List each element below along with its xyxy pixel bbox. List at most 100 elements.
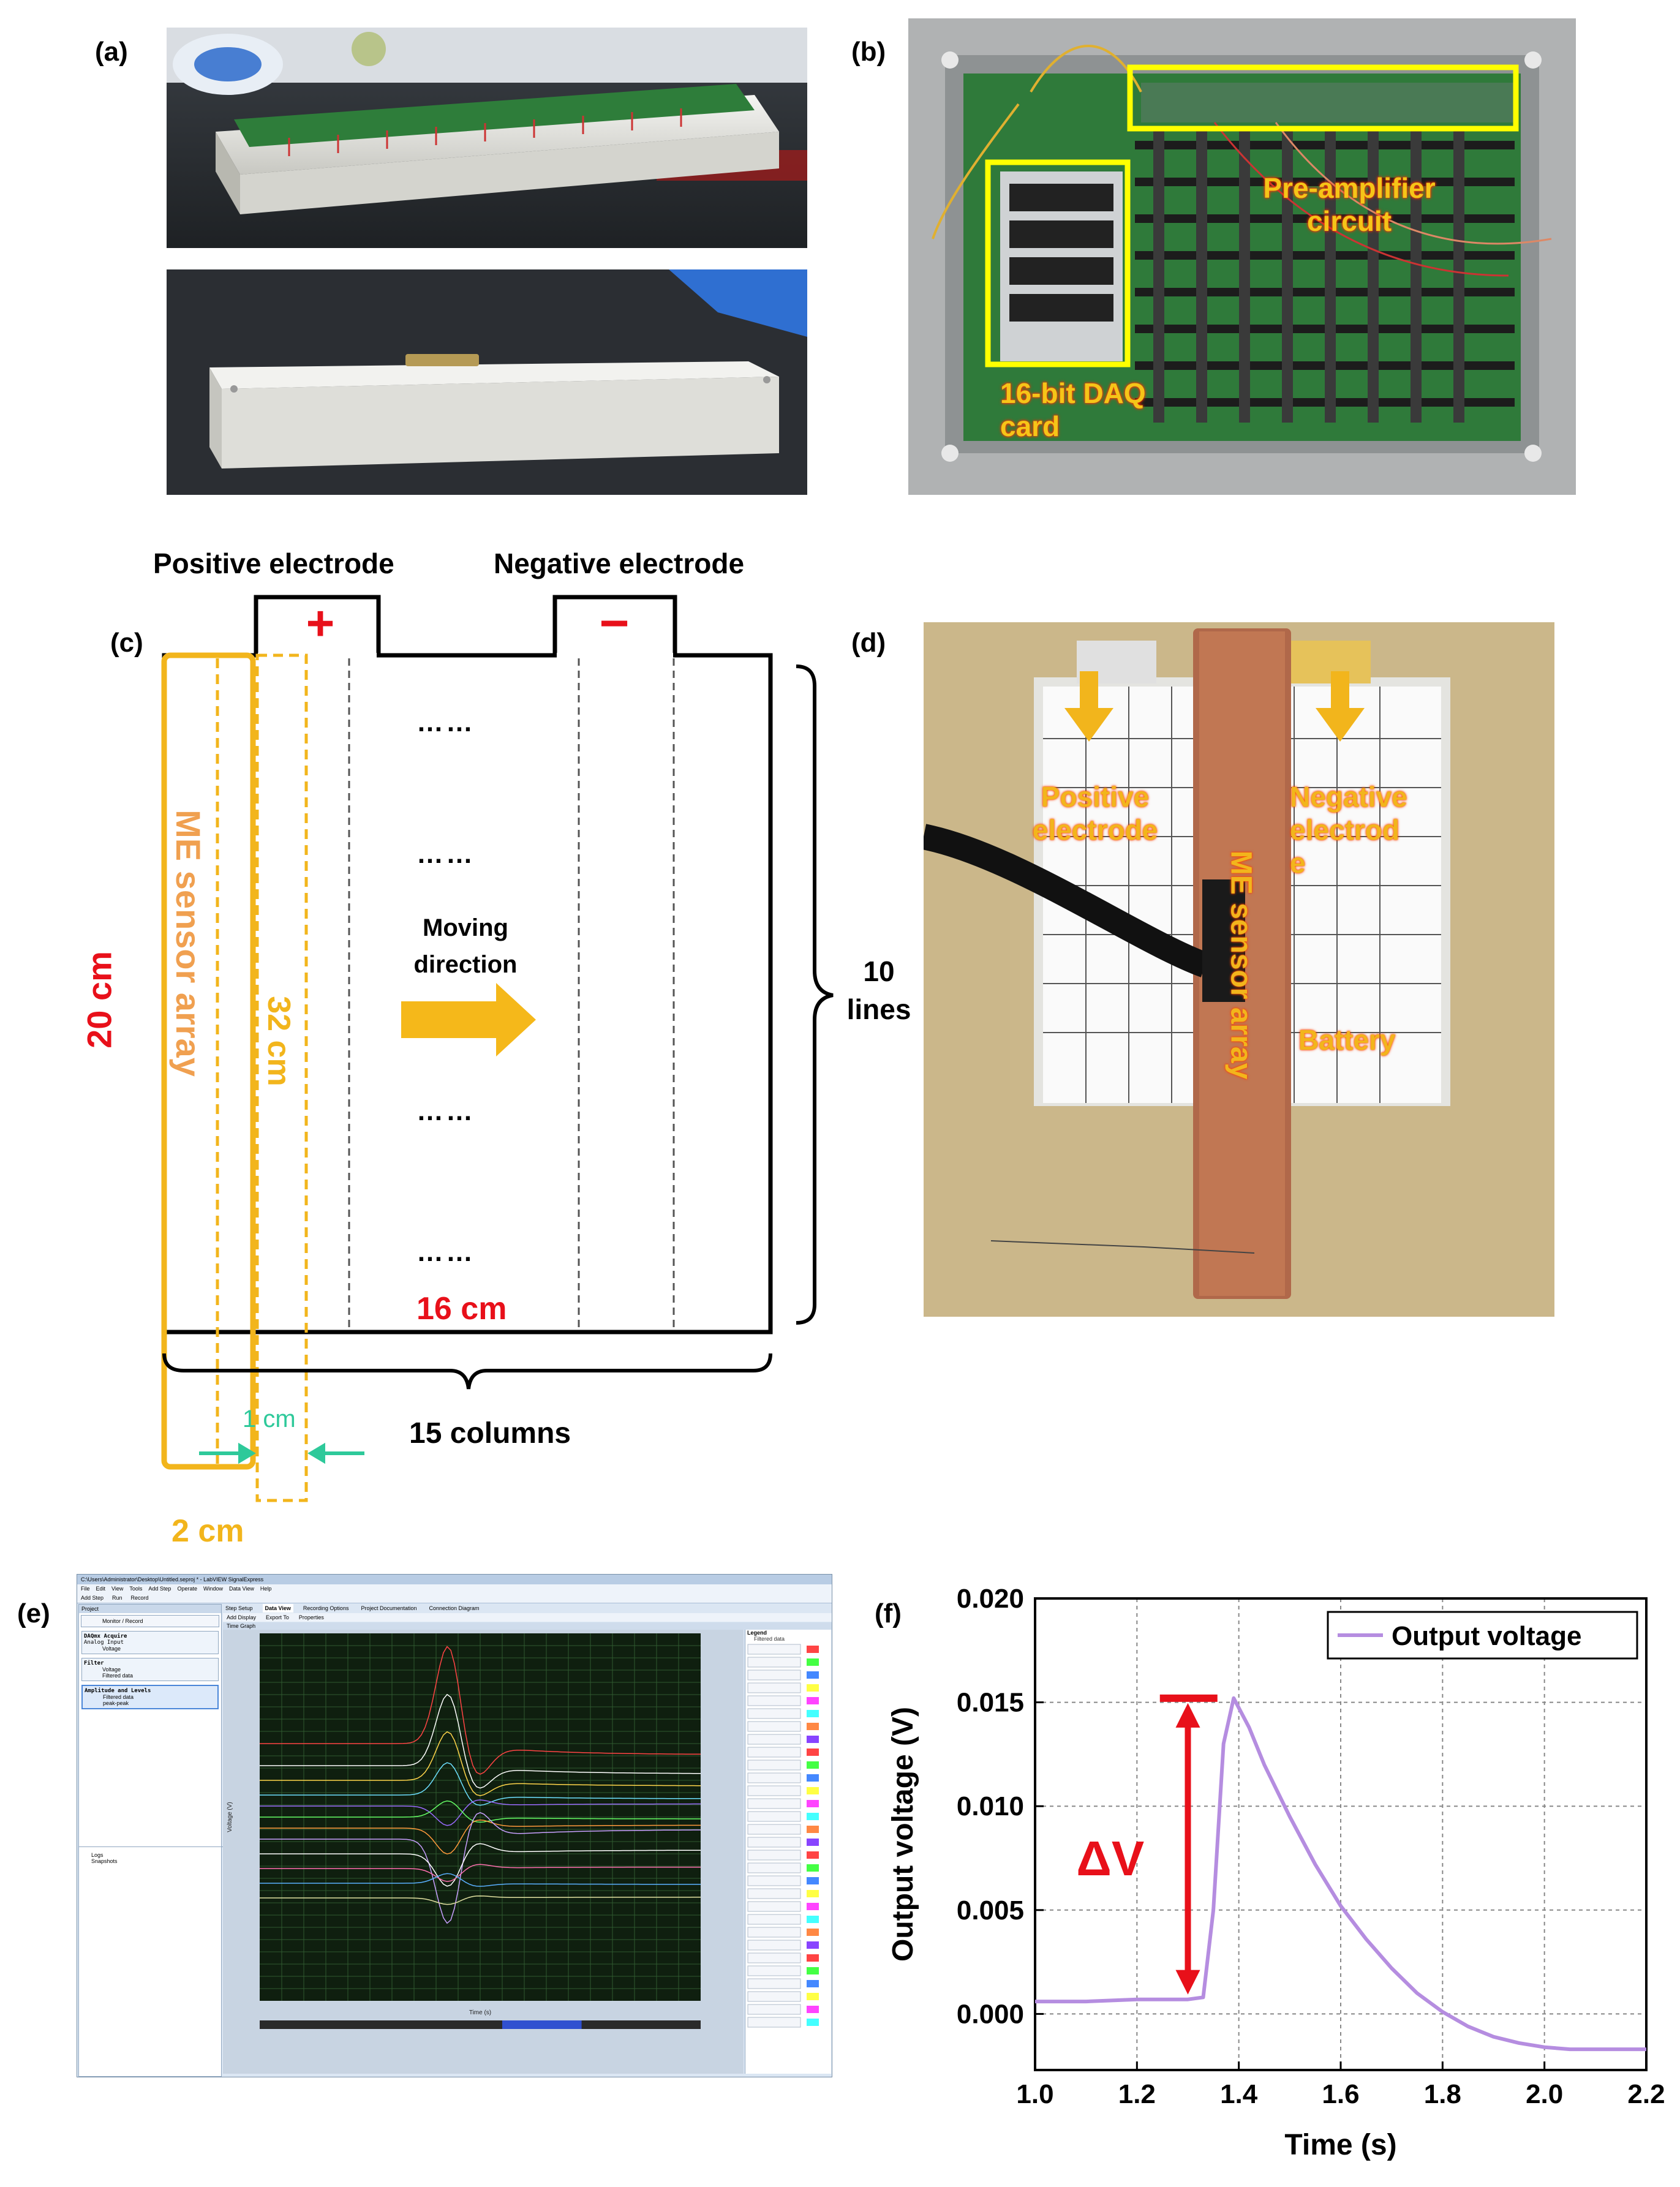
- battery-positive-label: Positive electrode: [1003, 780, 1187, 846]
- properties-button[interactable]: Properties: [298, 1614, 324, 1620]
- view-tab[interactable]: Data View: [262, 1604, 293, 1613]
- legend-swatch: [807, 1954, 819, 1962]
- preamp-label-line2: circuit: [1306, 205, 1392, 237]
- sensor-array-label: ME sensor array: [169, 810, 208, 1077]
- logs-section: Logs Snapshots: [79, 1846, 246, 1869]
- step-amplitude[interactable]: Amplitude and Levels Filtered data peak-…: [81, 1685, 219, 1709]
- legend-entry: [747, 1682, 801, 1693]
- dots-row-1: ……: [416, 707, 475, 737]
- legend-swatch: [807, 1671, 819, 1679]
- step-daqmx-item: Voltage: [102, 1646, 121, 1652]
- moving-direction-label: Moving direction: [392, 909, 539, 983]
- step-daqmx-sub: Analog Input: [84, 1639, 124, 1646]
- menu-item[interactable]: Edit: [96, 1586, 106, 1592]
- menu-item[interactable]: Add Step: [148, 1586, 171, 1592]
- legend-swatch: [807, 1967, 819, 1974]
- software-window: C:\Users\Administrator\Desktop\Untitled.…: [77, 1574, 832, 2077]
- legend-entry: [747, 1708, 801, 1719]
- panel-label-f: (f): [875, 1598, 902, 1628]
- battery-positive-line2: electrode: [1032, 814, 1158, 846]
- length-label: 32 cm: [261, 996, 296, 1086]
- sensor-array-next-position: [255, 653, 308, 1502]
- legend-swatch: [807, 2006, 819, 2013]
- step-filter-item1: Voltage: [102, 1666, 121, 1673]
- width-label: 16 cm: [416, 1291, 507, 1327]
- view-tab[interactable]: Step Setup: [225, 1605, 253, 1611]
- moving-direction-line2: direction: [413, 951, 518, 978]
- x-tick-label: 1.4: [1220, 2079, 1258, 2109]
- legend-swatch: [807, 1697, 819, 1704]
- legend-entry: [747, 2004, 801, 2015]
- legend-label: Output voltage: [1392, 1621, 1581, 1651]
- view-tab[interactable]: Recording Options: [303, 1605, 349, 1611]
- step-daqmx[interactable]: DAQmx Acquire Analog Input Voltage: [81, 1631, 219, 1654]
- x-tick-label: 1.8: [1424, 2079, 1461, 2109]
- battery-sensor-label: ME sensor array: [1224, 850, 1257, 1080]
- toolbar-button[interactable]: Record: [130, 1595, 149, 1601]
- legend-entry: [747, 1798, 801, 1809]
- legend-swatch: [807, 1813, 819, 1820]
- legend-swatch: [807, 1710, 819, 1717]
- logs-item[interactable]: Logs: [91, 1852, 104, 1858]
- menu-item[interactable]: Data View: [228, 1586, 254, 1592]
- legend-entry: [747, 1952, 801, 1963]
- legend-swatch: [807, 1929, 819, 1936]
- graph-trace: [260, 1762, 701, 1806]
- photo-sensor-array-top: [167, 28, 807, 248]
- legend-entry: [747, 1875, 801, 1886]
- daq-label-line1: 16-bit DAQ: [1000, 377, 1146, 409]
- menu-item[interactable]: Operate: [177, 1586, 197, 1592]
- lines-label-number: 10: [863, 955, 895, 987]
- project-pane: Project Monitor / Record DAQmx Acquire A…: [78, 1604, 246, 2077]
- legend-entry: [747, 1772, 801, 1783]
- export-button[interactable]: Export To: [266, 1614, 289, 1620]
- view-tab[interactable]: Connection Diagram: [429, 1605, 480, 1611]
- monitor-record-select[interactable]: Monitor / Record: [81, 1615, 219, 1627]
- graph-trace: [260, 1812, 701, 1924]
- legend-entry: [747, 1747, 801, 1758]
- battery-negative-label: Negative electrod e: [1290, 780, 1449, 879]
- legend-entry: [747, 1837, 801, 1848]
- legend-subtitle: Filtered data: [754, 1636, 785, 1642]
- add-display-button[interactable]: Add Display: [227, 1614, 257, 1620]
- menu-item[interactable]: Window: [203, 1586, 223, 1592]
- menu-item[interactable]: File: [81, 1586, 90, 1592]
- graph-trace: [260, 1873, 701, 1887]
- legend-swatch: [807, 1916, 819, 1923]
- battery-label: Battery: [1298, 1024, 1396, 1056]
- legend-entry: [747, 1965, 801, 1976]
- menu-item[interactable]: Tools: [129, 1586, 143, 1592]
- graph-trace: [260, 1799, 701, 1826]
- positive-electrode-label: Positive electrode: [153, 548, 394, 579]
- delta-v-label: ΔV: [1076, 1831, 1144, 1886]
- graph-trace: [260, 1819, 701, 1854]
- menu-item[interactable]: Help: [260, 1586, 272, 1592]
- view-tabs: Step Setup Data View Recording Options Proj…: [223, 1604, 482, 1613]
- graph-title: Time Graph: [223, 1622, 832, 1630]
- toolbar-button[interactable]: Add Step: [81, 1595, 104, 1601]
- legend-entry: [747, 1824, 801, 1835]
- y-axis-label: Output voltage (V): [887, 1707, 919, 1962]
- graph-overview-strip: [260, 2020, 701, 2029]
- legend-swatch: [807, 1980, 819, 1987]
- legend-swatch: [807, 1877, 819, 1884]
- view-tab[interactable]: Project Documentation: [361, 1605, 417, 1611]
- battery-negative-line1: Negative: [1290, 781, 1407, 813]
- snapshots-item[interactable]: Snapshots: [91, 1858, 118, 1864]
- window-title: C:\Users\Administrator\Desktop\Untitled.…: [77, 1575, 832, 1584]
- lines-label: 10 lines: [839, 952, 919, 1028]
- legend-swatch: [807, 1748, 819, 1756]
- menu-item[interactable]: View: [111, 1586, 124, 1592]
- legend-entry: [747, 1888, 801, 1899]
- delta-v-arrow-head-bottom: [1175, 1970, 1200, 1995]
- toolbar-button[interactable]: Run: [112, 1595, 122, 1601]
- legend-swatch: [807, 1723, 819, 1730]
- lines-label-word: lines: [846, 993, 911, 1025]
- legend-entry: [747, 2017, 801, 2028]
- legend-swatches: [747, 1644, 819, 2028]
- step-filter[interactable]: Filter Voltage Filtered data: [81, 1658, 219, 1681]
- x-tick-label: 1.0: [1016, 2079, 1053, 2109]
- project-header: Project: [79, 1605, 221, 1613]
- graph-trace: [260, 1800, 701, 1823]
